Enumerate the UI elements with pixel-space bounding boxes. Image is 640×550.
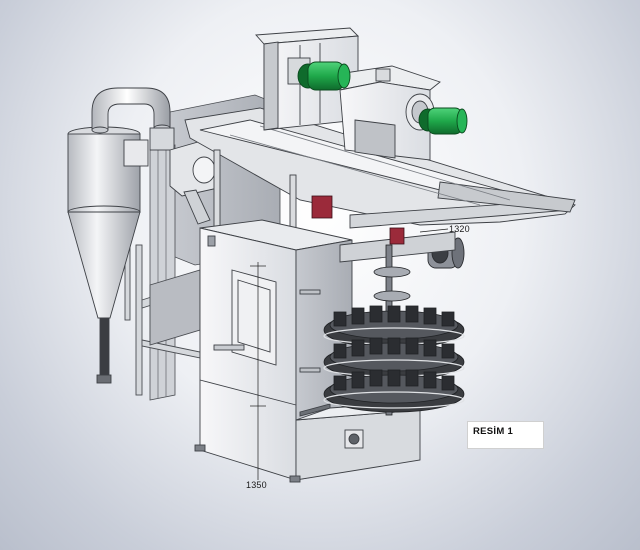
blast-turbine-motors bbox=[297, 61, 468, 135]
rotating-hanger-tree bbox=[323, 244, 465, 416]
overhead-monorail bbox=[184, 107, 576, 256]
dimension-lines bbox=[250, 228, 449, 480]
support-frame bbox=[124, 239, 206, 396]
dimension-label-1350: 1350 bbox=[246, 480, 267, 490]
figure-caption: RESİM 1 bbox=[473, 426, 514, 437]
dimension-label-1320: 1320 bbox=[449, 224, 470, 234]
filter-housing bbox=[169, 139, 219, 225]
exhaust-duct bbox=[91, 87, 175, 151]
drive-gear bbox=[311, 195, 405, 245]
blast-cabinet bbox=[194, 219, 456, 483]
figure-caption-box: RESİM 1 bbox=[467, 421, 544, 449]
cyclone-separator bbox=[67, 126, 149, 384]
